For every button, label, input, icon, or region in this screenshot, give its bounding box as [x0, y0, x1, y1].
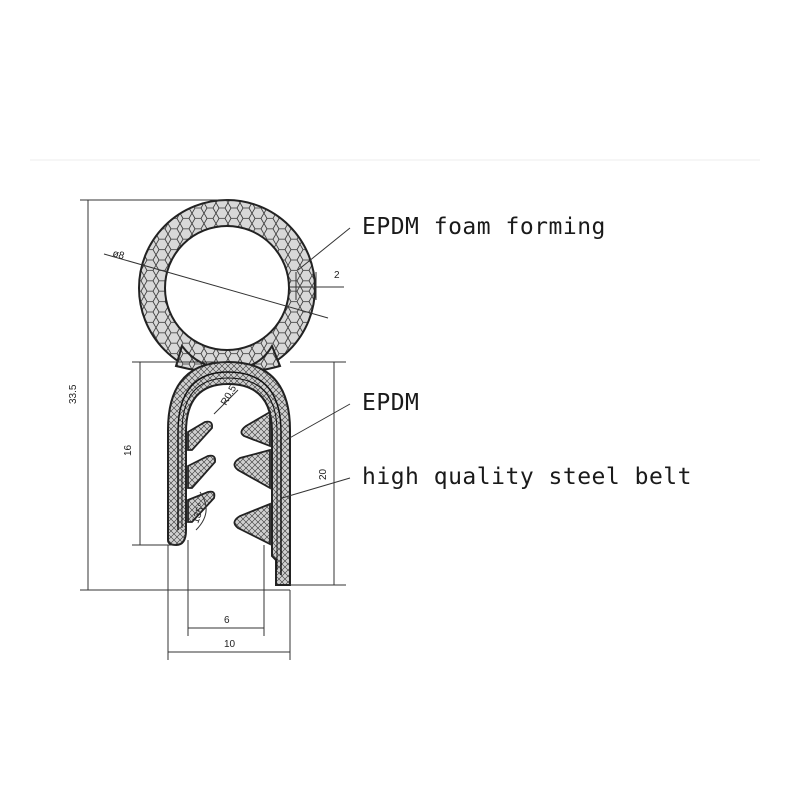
- callout-leaders: [281, 227, 351, 499]
- steel-belt: [177, 371, 282, 575]
- left-fin-3: [187, 490, 216, 523]
- dim-inner-width: 6: [224, 615, 230, 626]
- right-fin-1: [240, 410, 271, 448]
- label-steel: high quality steel belt: [362, 464, 692, 490]
- left-fin-2: [187, 454, 217, 489]
- dimension-lines: [80, 199, 346, 660]
- foam-bulb: [138, 198, 316, 378]
- dim-radius: R0.5: [219, 383, 239, 407]
- dim-inner-height: 16: [123, 444, 134, 456]
- dim-bulb-diameter: ø8: [111, 248, 126, 262]
- left-fin-1: [187, 420, 214, 451]
- right-fin-2: [233, 448, 271, 490]
- dim-outer-width: 10: [224, 639, 236, 650]
- label-epdm: EPDM: [362, 390, 420, 416]
- steel-belt-inner: [181, 377, 278, 570]
- dim-outer-height: 20: [318, 468, 329, 480]
- dim-wall-thickness: 2: [334, 270, 340, 281]
- right-fin-3: [233, 502, 271, 546]
- label-foam: EPDM foam forming: [362, 214, 606, 240]
- dim-total-height: 33.5: [68, 384, 79, 404]
